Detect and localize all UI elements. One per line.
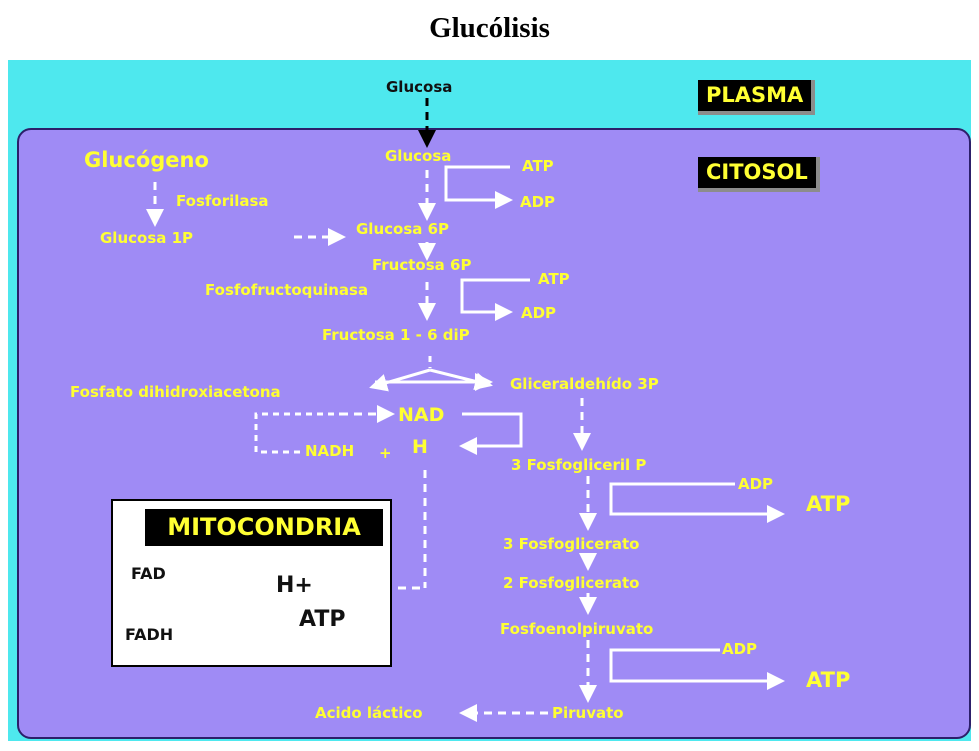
label-nadh: NADH xyxy=(305,442,355,460)
label-fosfoenolpiruvato: Fosfoenolpiruvato xyxy=(500,620,654,638)
label-atp-1: ATP xyxy=(522,157,554,175)
loop-atp-adp-2 xyxy=(460,278,530,321)
plasma-badge: PLASMA xyxy=(698,80,816,115)
label-h: H xyxy=(412,436,428,458)
label-fadh: FADH xyxy=(125,625,174,644)
label-glucosa: Glucosa xyxy=(385,147,452,165)
label-adp-1: ADP xyxy=(520,193,556,211)
label-adp-4: ADP xyxy=(722,640,758,658)
label-plus: + xyxy=(379,444,392,462)
loop-atp-adp-1 xyxy=(444,165,513,209)
label-fosforilasa: Fosforilasa xyxy=(176,192,269,210)
label-fosfato-dihidroxiacetona: Fosfato dihidroxiacetona xyxy=(70,383,281,401)
loop-adp-atp-4 xyxy=(609,648,785,690)
label-glucosa-6p: Glucosa 6P xyxy=(356,220,450,238)
label-atp-4: ATP xyxy=(806,668,851,692)
label-mito-atp: ATP xyxy=(299,607,346,632)
mitocondria-box: MITOCONDRIA FAD FADH H+ ATP xyxy=(111,499,392,667)
page-title: Glucólisis xyxy=(429,12,550,44)
nadh-return xyxy=(254,412,340,454)
split-left xyxy=(369,368,431,392)
label-fad: FAD xyxy=(131,564,166,583)
label-nad: NAD xyxy=(398,404,445,426)
label-3-fosfogliceril-p: 3 Fosfogliceril P xyxy=(511,456,647,474)
label-atp-3: ATP xyxy=(806,492,851,516)
label-adp-3: ADP xyxy=(738,475,774,493)
label-acido-lactico: Acido láctico xyxy=(315,704,423,722)
label-piruvato: Piruvato xyxy=(552,704,624,722)
label-glucosa-in: Glucosa xyxy=(386,78,453,96)
label-glucogeno: Glucógeno xyxy=(84,148,209,172)
label-glucosa-1p: Glucosa 1P xyxy=(100,229,194,247)
label-adp-2: ADP xyxy=(521,304,557,322)
label-fructosa-16dip: Fructosa 1 - 6 diP xyxy=(322,326,470,344)
label-gliceraldehido-3p: Gliceraldehído 3P xyxy=(510,375,659,393)
loop-adp-atp-3 xyxy=(609,482,785,523)
loop-nad-h xyxy=(459,412,523,455)
label-fosfofructoquinasa: Fosfofructoquinasa xyxy=(205,281,369,299)
label-atp-2: ATP xyxy=(538,270,570,288)
citosol-badge: CITOSOL xyxy=(698,157,820,192)
label-h-plus: H+ xyxy=(276,573,313,598)
label-fructosa-6p: Fructosa 6P xyxy=(372,256,472,274)
mitocondria-badge: MITOCONDRIA xyxy=(145,509,383,546)
label-2-fosfoglicerato: 2 Fosfoglicerato xyxy=(503,574,640,592)
label-3-fosfoglicerato: 3 Fosfoglicerato xyxy=(503,535,640,553)
